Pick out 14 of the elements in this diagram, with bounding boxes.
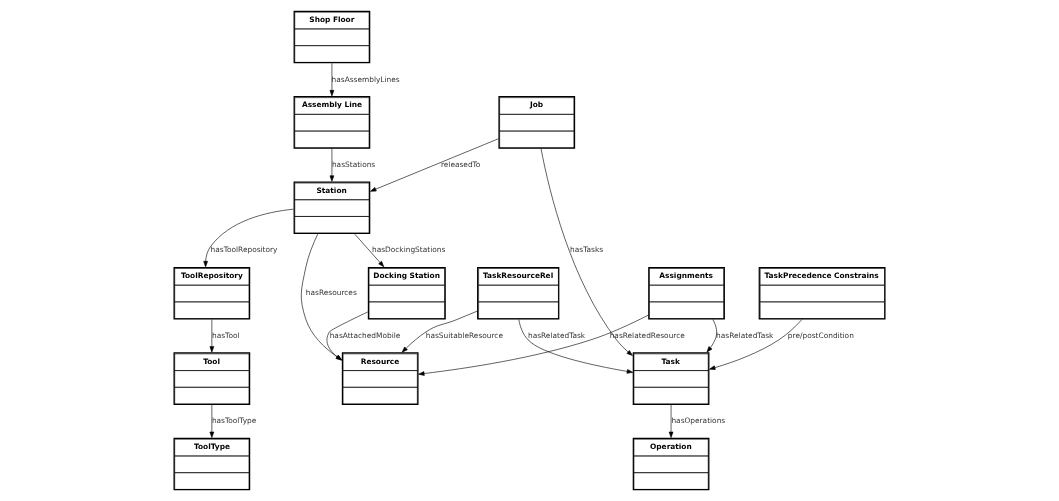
arrow [668,404,674,438]
arrow [401,310,478,353]
arrow [354,233,385,268]
arrow [370,138,499,192]
arrow [329,148,335,182]
arrow [418,314,649,376]
arrow [203,208,294,268]
arrow [518,319,633,374]
arrow [329,63,335,97]
arrow [540,148,633,356]
arrow [209,404,215,438]
arrow [706,319,717,353]
arrow [209,319,215,353]
arrow [709,319,803,370]
